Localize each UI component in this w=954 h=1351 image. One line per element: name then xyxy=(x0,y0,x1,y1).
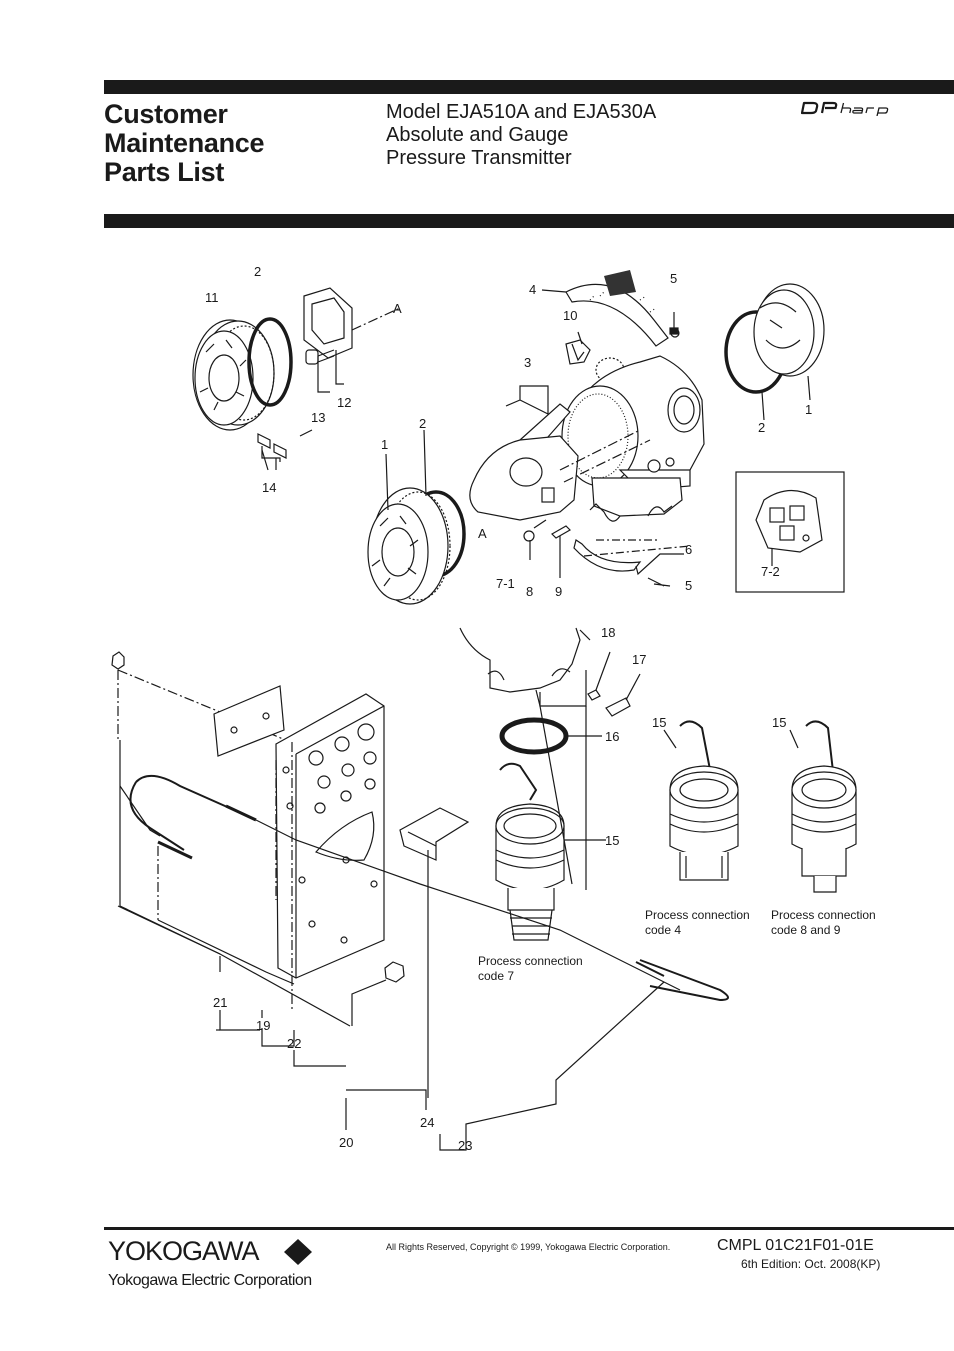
part-label-22: 22 xyxy=(287,1036,301,1051)
ref-label-a2: A xyxy=(478,526,487,541)
part-label-13: 13 xyxy=(311,410,325,425)
part-label-20: 20 xyxy=(339,1135,353,1150)
caption-code89-line1: Process connection xyxy=(771,908,876,922)
part-label-11: 11 xyxy=(205,290,219,305)
top-rule xyxy=(104,80,954,94)
model-line-2: Absolute and Gauge xyxy=(386,124,569,146)
caption-code4-line2: code 4 xyxy=(645,923,681,937)
ref-label-a1: A xyxy=(393,301,402,316)
right-cover-assembly xyxy=(724,283,825,421)
part-label-17: 17 xyxy=(632,652,646,667)
part-label-4: 4 xyxy=(529,282,536,297)
part-label-23: 23 xyxy=(458,1138,472,1153)
part-label-5a: 5 xyxy=(670,271,677,286)
sensor-code-8-9 xyxy=(789,720,857,893)
caption-code7-line2: code 7 xyxy=(478,969,514,983)
process-connection-captions: Process connection code 4 Process connec… xyxy=(478,908,876,983)
title-line-1: Customer xyxy=(104,99,228,129)
housing-assembly xyxy=(469,270,705,587)
title-line-2: Maintenance xyxy=(104,128,265,158)
model-line-3: Pressure Transmitter xyxy=(386,147,572,169)
footer-rule xyxy=(104,1227,954,1230)
left-cover-assembly xyxy=(192,287,401,471)
document-number: CMPL 01C21F01-01E xyxy=(717,1237,874,1254)
part-label-16: 16 xyxy=(605,729,619,744)
lower-cover-assembly xyxy=(367,429,466,605)
part-label-7-1: 7-1 xyxy=(496,576,515,591)
company-name: Yokogawa Electric Corporation xyxy=(108,1272,312,1289)
part-label-12: 12 xyxy=(337,395,351,410)
part-label-5b: 5 xyxy=(685,578,692,593)
caption-code7-line1: Process connection xyxy=(478,954,583,968)
part-label-15c: 15 xyxy=(772,715,786,730)
part-label-8: 8 xyxy=(526,584,533,599)
model-description: Model EJA510A and EJA530A Absolute and G… xyxy=(386,101,656,170)
caption-code4-line1: Process connection xyxy=(645,908,750,922)
part-label-2a: 2 xyxy=(254,264,261,279)
part-label-1a: 1 xyxy=(805,402,812,417)
part-label-9: 9 xyxy=(555,584,562,599)
part-number-labels: 11 2 13 12 14 A 4 5 10 3 1 2 2 1 A 7-1 8… xyxy=(205,264,812,1153)
dpharp-logo xyxy=(801,101,889,116)
title-bottom-rule xyxy=(104,214,954,228)
document-title: Customer Maintenance Parts List xyxy=(104,99,265,187)
part-label-19: 19 xyxy=(256,1018,270,1033)
yokogawa-logo: YOKOGAWA xyxy=(108,1236,260,1266)
mounting-bracket-assembly xyxy=(111,651,729,1026)
model-line-1: Model EJA510A and EJA530A xyxy=(386,101,657,123)
caption-code89-line2: code 8 and 9 xyxy=(771,923,841,937)
sensor-mount-assembly xyxy=(459,627,641,941)
part-label-24: 24 xyxy=(420,1115,434,1130)
callout-lines xyxy=(117,850,665,1151)
part-label-2b: 2 xyxy=(758,420,765,435)
part-label-15a: 15 xyxy=(605,833,619,848)
diamond-logo-icon xyxy=(284,1239,312,1265)
part-label-15b: 15 xyxy=(652,715,666,730)
part-label-10: 10 xyxy=(563,308,577,323)
part-label-18: 18 xyxy=(601,625,615,640)
part-label-6: 6 xyxy=(685,542,692,557)
sensor-code-4 xyxy=(663,720,739,881)
part-label-21: 21 xyxy=(213,995,227,1010)
part-label-3: 3 xyxy=(524,355,531,370)
part-label-7-2: 7-2 xyxy=(761,564,780,579)
part-label-1b: 1 xyxy=(381,437,388,452)
copyright-notice: All Rights Reserved, Copyright © 1999, Y… xyxy=(386,1242,671,1252)
part-label-14: 14 xyxy=(262,480,276,495)
part-label-2c: 2 xyxy=(419,416,426,431)
edition-info: 6th Edition: Oct. 2008(KP) xyxy=(741,1257,881,1271)
detail-inset-7-2 xyxy=(735,471,845,593)
title-line-3: Parts List xyxy=(104,157,225,187)
